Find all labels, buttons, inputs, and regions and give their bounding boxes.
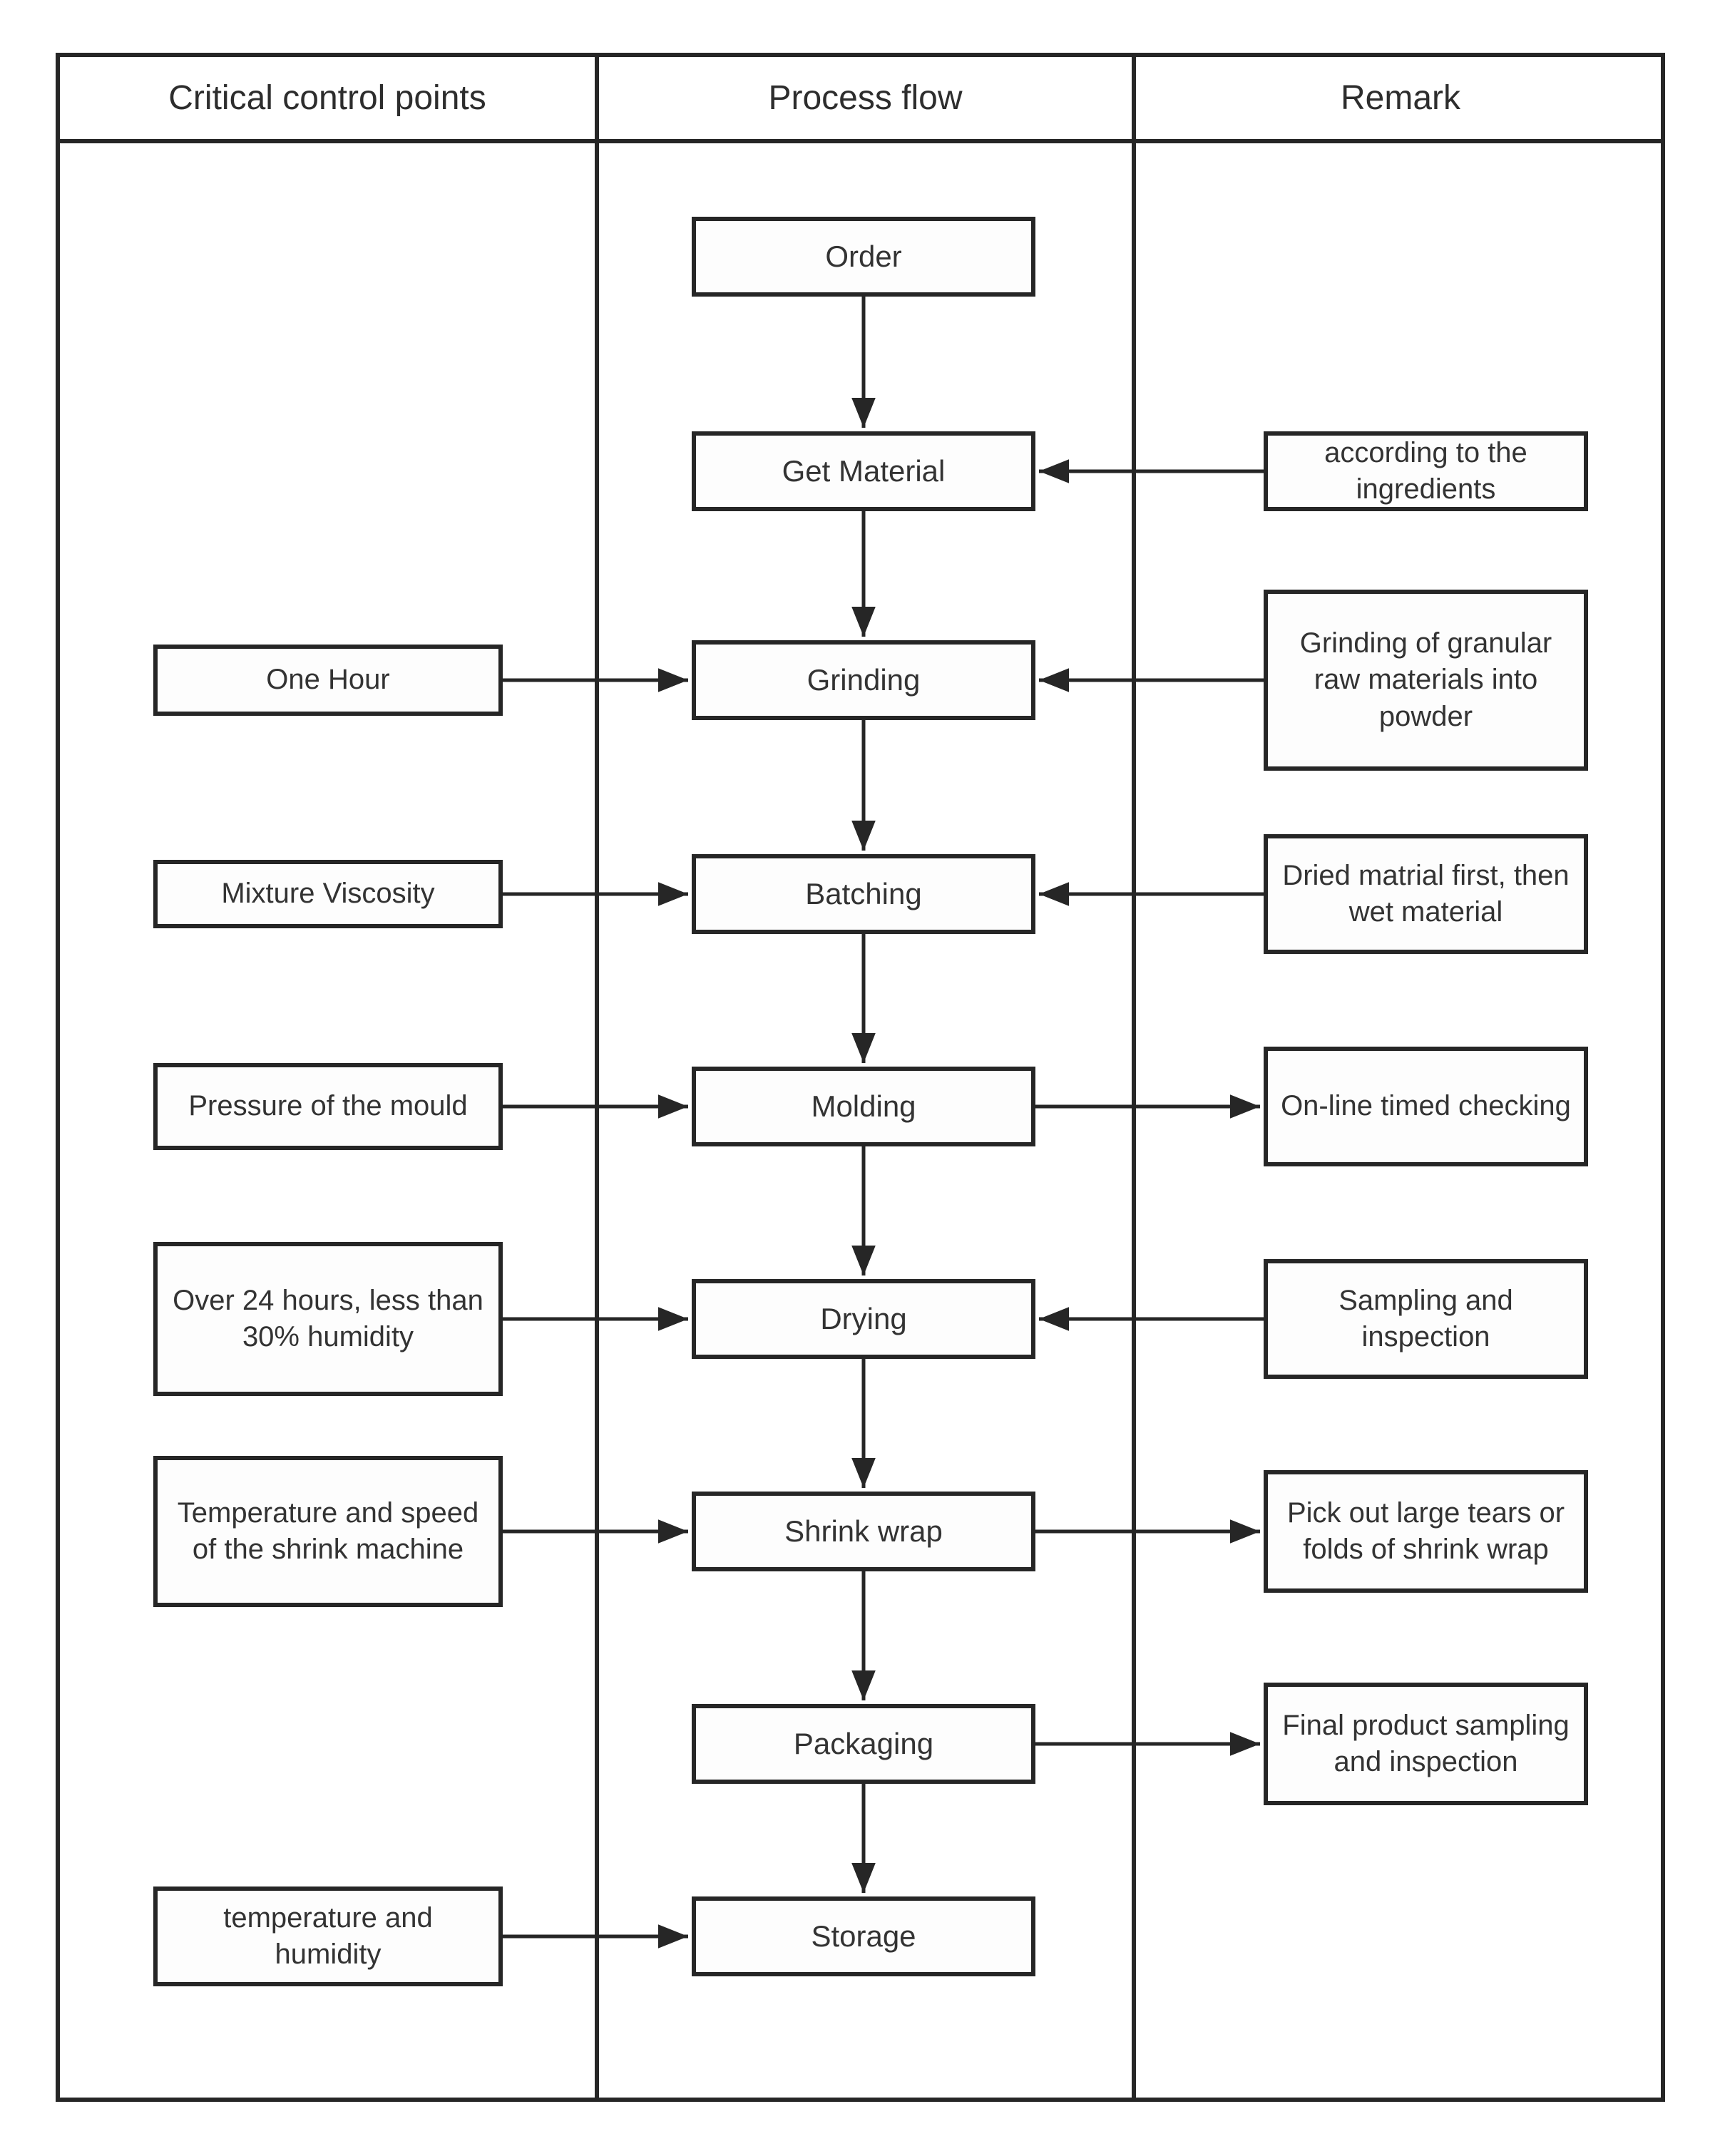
control-point-mould-pressure-label: Pressure of the mould [188,1090,468,1122]
remark-ingredients-label: according to the ingredients [1324,436,1527,505]
control-point-shrink-machine: Temperature and speed of the shrink mach… [153,1456,503,1607]
remark-grinding-powder: Grinding of granular raw materials into … [1264,590,1588,771]
column-divider-1 [595,53,599,2102]
process-step-batching-label: Batching [805,877,922,911]
process-step-molding-label: Molding [811,1089,916,1124]
control-point-one-hour-label: One Hour [266,664,390,696]
remark-final-sampling: Final product sampling and inspection [1264,1683,1588,1805]
process-step-packaging-label: Packaging [793,1727,934,1761]
process-step-batching: Batching [692,854,1035,934]
process-step-molding: Molding [692,1067,1035,1146]
process-step-drying: Drying [692,1279,1035,1359]
control-point-mould-pressure: Pressure of the mould [153,1063,503,1150]
remark-dried-material: Dried matrial first, then wet material [1264,834,1588,954]
control-point-temp-humidity-label: temperature and humidity [223,1901,433,1970]
remark-dried-material-label: Dried matrial first, then wet material [1282,859,1570,928]
control-point-mixture-viscosity-label: Mixture Viscosity [221,878,435,910]
control-point-one-hour: One Hour [153,645,503,716]
process-step-shrink-wrap-label: Shrink wrap [784,1514,943,1549]
process-step-order-label: Order [825,240,902,274]
process-step-storage-label: Storage [811,1919,916,1954]
header-separator [56,139,1665,143]
control-point-mixture-viscosity: Mixture Viscosity [153,860,503,928]
remark-online-checking: On-line timed checking [1264,1047,1588,1166]
process-step-get-material: Get Material [692,431,1035,511]
header-critical-control-points: Critical control points [168,79,486,117]
process-step-get-material-label: Get Material [782,454,946,488]
process-step-packaging: Packaging [692,1704,1035,1784]
process-step-grinding-label: Grinding [807,663,921,697]
header-remark: Remark [1340,79,1461,117]
process-step-shrink-wrap: Shrink wrap [692,1492,1035,1571]
header-process-flow: Process flow [768,79,963,117]
process-step-storage: Storage [692,1896,1035,1976]
table-border [56,53,1665,2102]
control-point-shrink-machine-label: Temperature and speed of the shrink mach… [177,1497,479,1565]
control-point-humidity-24h-label: Over 24 hours, less than 30% humidity [173,1284,483,1352]
remark-sampling: Sampling and inspection [1264,1259,1588,1379]
process-step-drying-label: Drying [820,1302,907,1336]
remark-pick-out-tears: Pick out large tears or folds of shrink … [1264,1470,1588,1593]
remark-online-checking-label: On-line timed checking [1281,1090,1571,1122]
remark-sampling-label: Sampling and inspection [1338,1284,1513,1352]
remark-ingredients: according to the ingredients [1264,431,1588,511]
process-step-grinding: Grinding [692,640,1035,720]
control-point-temp-humidity: temperature and humidity [153,1886,503,1986]
control-point-humidity-24h: Over 24 hours, less than 30% humidity [153,1242,503,1396]
remark-grinding-powder-label: Grinding of granular raw materials into … [1299,627,1552,732]
column-divider-2 [1132,53,1136,2102]
remark-pick-out-tears-label: Pick out large tears or folds of shrink … [1286,1497,1565,1565]
process-step-order: Order [692,217,1035,297]
remark-final-sampling-label: Final product sampling and inspection [1282,1709,1570,1777]
